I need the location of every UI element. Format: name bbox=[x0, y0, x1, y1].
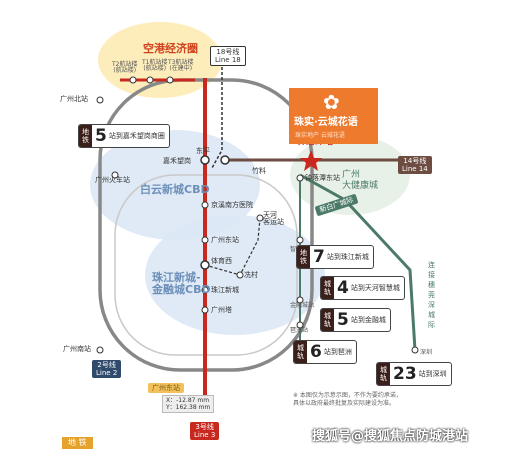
label-t3: T3航站楼 (在建中) bbox=[168, 59, 194, 72]
intercity-path bbox=[299, 173, 417, 351]
coords-readout: X：-12.87 mm Y：162.38 mm bbox=[162, 395, 215, 413]
tag-line3-ext: 广州东站 bbox=[148, 383, 184, 393]
zone-airport: 空港经济圈 bbox=[143, 42, 198, 55]
label-t2: T2航站楼 (航站楼) bbox=[112, 61, 138, 74]
badge-text: 站到金融城 bbox=[350, 316, 386, 324]
badge-num: 6 bbox=[310, 342, 322, 362]
label-t1: T1航站楼 (航站楼) bbox=[142, 59, 168, 72]
badge-num: 4 bbox=[337, 278, 349, 298]
label-jinrong: 金融城站 bbox=[290, 302, 315, 309]
label-gz-east: 广州东站 bbox=[211, 236, 239, 244]
label-jingxi: 京溪南方医院 bbox=[211, 201, 253, 209]
tag-line3: 3号线 Line 3 bbox=[190, 422, 220, 440]
badge-tag: 城轨 bbox=[321, 277, 334, 299]
badge-tag: 城轨 bbox=[294, 341, 307, 363]
label-gz-north: 广州北站 bbox=[60, 95, 88, 103]
tag-line18: 18号线 Line 18 bbox=[210, 46, 246, 66]
badge-tag: 地铁 bbox=[79, 125, 92, 147]
badge-num: 5 bbox=[95, 126, 107, 146]
badge-tag: 城轨 bbox=[377, 363, 390, 385]
station-xiancun-node bbox=[236, 271, 244, 279]
badge-num: 5 bbox=[337, 310, 349, 330]
label-zhujiang-xincheng: 珠江新城 bbox=[211, 286, 239, 294]
zone-baiyun: 白云新城CBD bbox=[140, 183, 210, 196]
zone-health: 广州 大健康城 bbox=[342, 170, 379, 191]
station-t3 bbox=[166, 76, 174, 84]
label-pazhou: 琶洲站 bbox=[290, 327, 309, 334]
label-zhuliao: 竹料 bbox=[252, 167, 266, 175]
station-gzsouth-node bbox=[96, 346, 104, 354]
station-gzeast-node bbox=[201, 236, 209, 244]
station-zlteast-node bbox=[296, 174, 304, 182]
station-zhihui-node bbox=[296, 236, 304, 244]
label-jiahe: 嘉禾望岗 bbox=[163, 157, 191, 165]
badge-metro-zhujiang: 地铁 7 站到珠江新城 bbox=[296, 245, 374, 269]
tag-line2: 2号线 Line 2 bbox=[92, 360, 122, 378]
legend-metro: 地 铁 bbox=[62, 437, 93, 449]
label-tianhe-keyun: 天河 客运站 bbox=[263, 211, 284, 226]
brand-name: 珠实·云城花语 bbox=[294, 117, 358, 128]
label-shenzhen: 深圳 bbox=[420, 349, 433, 356]
badge-tag: 地铁 bbox=[297, 246, 310, 268]
station-tower-node bbox=[201, 306, 209, 314]
label-canton-tower: 广州塔 bbox=[211, 306, 232, 314]
zone-zhujiang: 珠江新城- 金融城CBD bbox=[152, 271, 211, 296]
label-dongping: 东平 bbox=[196, 147, 210, 155]
label-tiyuxi: 体育西 bbox=[211, 257, 232, 265]
badge-rail-shenzhen: 城轨 23 站到深圳 bbox=[376, 362, 452, 386]
health-zone-area bbox=[290, 135, 410, 215]
station-gznorth-node bbox=[96, 96, 104, 104]
brand-sub: 珠实地产 云城花语 bbox=[295, 132, 345, 139]
badge-num: 7 bbox=[313, 247, 325, 267]
badge-text: 站到天河智慧城 bbox=[350, 284, 400, 292]
label-gz-south: 广州南站 bbox=[63, 345, 91, 353]
badge-text: 站到珠江新城 bbox=[326, 253, 369, 261]
station-jingxi-node bbox=[201, 201, 209, 209]
badge-tag: 城轨 bbox=[321, 309, 334, 331]
flower-logo-icon: ✿ bbox=[323, 90, 340, 114]
badge-metro-jiahe: 地铁 5 站到嘉禾望岗商圈 bbox=[78, 124, 170, 148]
branch-dashed-path bbox=[204, 217, 261, 276]
label-zlt-east: 钟落潭东站 bbox=[305, 174, 340, 182]
project-brand-box: ✿ 珠实·云城花语 珠实地产 云城花语 bbox=[289, 88, 378, 144]
station-jinrong-node bbox=[296, 296, 304, 304]
station-shenzhen-node bbox=[411, 346, 419, 354]
station-pazhou-node bbox=[296, 321, 304, 329]
tag-line14: 14号线 Line 14 bbox=[398, 156, 432, 174]
badge-rail-pazhou: 城轨 6 站到琶洲 bbox=[293, 340, 357, 364]
line18-path bbox=[211, 62, 223, 169]
station-tianhe-node bbox=[256, 214, 264, 222]
label-gz-train: 广州火车站 bbox=[95, 176, 130, 184]
side-note: 连 接 穗 莞 深 城 际 bbox=[428, 261, 435, 329]
station-zhuliao-node bbox=[220, 155, 230, 165]
station-tiyuxi-node bbox=[200, 260, 210, 270]
station-gztrain-node bbox=[111, 171, 119, 179]
badge-text: 站到琶洲 bbox=[323, 348, 352, 356]
badge-num: 23 bbox=[393, 364, 417, 384]
station-zhujiang-node bbox=[201, 286, 209, 294]
station-t1 bbox=[146, 76, 154, 84]
zhongluotan-star-icon bbox=[300, 150, 322, 171]
zhujiang-zone-area bbox=[145, 215, 325, 335]
badge-rail-tianhe: 城轨 4 站到天河智慧城 bbox=[320, 276, 405, 300]
label-xiancun: 冼村 bbox=[244, 271, 258, 279]
watermark: 搜狐号@搜狐焦点防城港站 bbox=[312, 429, 469, 444]
station-t2 bbox=[129, 76, 137, 84]
station-dongping-node bbox=[200, 155, 210, 165]
disclaimer: ※ 本图仅为示意示图，不作为要约承诺， 具体以政府最终批复及实际建设为准。 bbox=[293, 392, 402, 407]
badge-text: 站到深圳 bbox=[418, 370, 447, 378]
badge-rail-jinrong: 城轨 5 站到金融城 bbox=[320, 308, 391, 332]
badge-text: 站到嘉禾望岗商圈 bbox=[108, 132, 165, 140]
